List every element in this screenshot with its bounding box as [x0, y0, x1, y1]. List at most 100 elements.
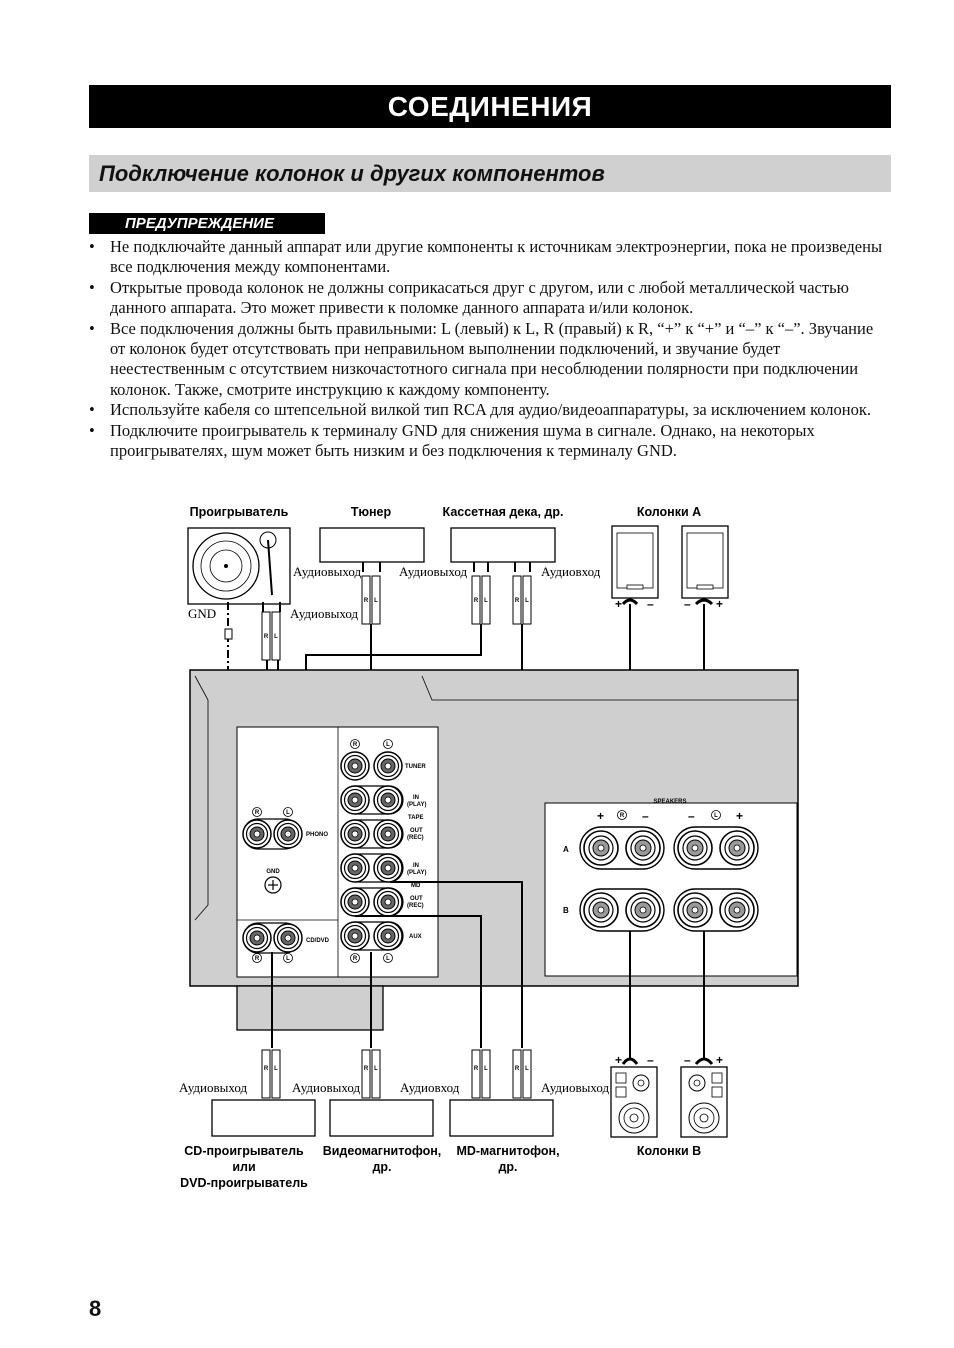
cd-out-label: Аудиовыход	[179, 1080, 247, 1095]
plus-mark: +	[716, 1053, 723, 1067]
speaker-a-l-minus-terminal	[677, 830, 713, 866]
bullet: •	[89, 420, 95, 440]
md-in-label: Аудиовход	[400, 1080, 460, 1095]
phono-l-jack	[273, 819, 303, 849]
gnd-lug	[224, 628, 233, 640]
cd-r-jack	[242, 923, 272, 953]
page-number: 8	[89, 1296, 102, 1321]
jack-l-mark: L	[386, 742, 390, 748]
cd-label-line1: CD-проигрыватель	[184, 1144, 304, 1158]
speaker-a-left	[611, 525, 659, 599]
plug-l-letter: L	[374, 1066, 378, 1072]
plug-r-letter: R	[364, 598, 369, 604]
out-label: OUT	[410, 896, 423, 902]
minus-mark: –	[684, 597, 691, 611]
speakers-a-row-label: A	[563, 845, 569, 854]
warning-item: • Все подключения должны быть правильными…	[89, 319, 889, 401]
speaker-b-r-plus-terminal	[583, 892, 619, 928]
jack-l-mark: L	[286, 810, 290, 816]
speaker-a-right	[681, 525, 729, 599]
plug-r-letter: R	[474, 598, 479, 604]
plug-l-letter: L	[525, 598, 529, 604]
tuner-out-label: Аудиовыход	[293, 564, 361, 579]
warning-item: • Подключите проигрыватель к терминалу GN…	[89, 421, 889, 462]
tape-in-label: Аудиовход	[541, 564, 601, 579]
tape-out-l-jack	[373, 819, 403, 849]
speakers-b-label: Колонки B	[637, 1144, 701, 1158]
warning-text: Все подключения должны быть правильными:…	[110, 318, 874, 399]
vcr-label-line2: др.	[372, 1160, 391, 1174]
vcr-out-label: Аудиовыход	[292, 1080, 360, 1095]
vcr-device	[329, 1099, 434, 1137]
plug-r-letter: R	[515, 598, 520, 604]
speaker-a-r-plus-terminal	[583, 830, 619, 866]
plug-r-letter: R	[474, 1066, 479, 1072]
tape-label: TAPE	[408, 815, 424, 821]
gnd-terminal-label: GND	[266, 869, 280, 875]
minus-mark: –	[684, 1053, 691, 1067]
tape-out-label: Аудиовыход	[399, 564, 467, 579]
warning-list: • Не подключайте данный аппарат или други…	[89, 237, 889, 461]
minus-mark: –	[647, 597, 654, 611]
warning-item: •Открытые провода колонок не должны сопр…	[89, 278, 889, 319]
aux-label: AUX	[409, 934, 422, 940]
cd-label-line2: или	[232, 1160, 255, 1174]
tuner-l-jack	[373, 751, 403, 781]
aux-l-jack	[373, 921, 403, 951]
md-device	[449, 1099, 554, 1137]
jack-r-mark: R	[620, 813, 625, 819]
md-out-r-jack	[340, 887, 370, 917]
aux-r-jack	[340, 921, 370, 951]
plus-mark: +	[736, 809, 743, 823]
tape-out-r-jack	[340, 819, 370, 849]
jack-l-mark: L	[286, 956, 290, 962]
page-header: СОЕДИНЕНИЯ	[89, 85, 891, 128]
speaker-a-l-plus-terminal	[719, 830, 755, 866]
md-label-line1: MD-магнитофон,	[456, 1144, 559, 1158]
jack-r-mark: R	[353, 956, 358, 962]
warning-text: Не подключайте данный аппарат или другие…	[110, 237, 883, 277]
plug-r-letter: R	[264, 1066, 269, 1072]
speaker-b-l-minus-terminal	[677, 892, 713, 928]
tape-deck-label: Кассетная дека, др.	[443, 505, 564, 519]
plug-l-letter: L	[274, 1066, 278, 1072]
speaker-b-r-minus-terminal	[625, 892, 661, 928]
plug-pair-md-out	[512, 1049, 532, 1099]
plug-l-letter: L	[525, 1066, 529, 1072]
turntable-out-label: Аудиовыход	[290, 606, 358, 621]
cd-l-jack	[273, 923, 303, 953]
jack-l-mark: L	[714, 813, 718, 819]
speakers-a-label: Колонки A	[637, 505, 701, 519]
md-label-line2: др.	[498, 1160, 517, 1174]
plug-l-letter: L	[374, 598, 378, 604]
plus-mark: +	[716, 597, 723, 611]
play-label: (PLAY)	[407, 802, 426, 808]
tuner-device	[319, 527, 425, 563]
warning-text: Используйте кабеля со штепсельной вилкой…	[110, 400, 872, 420]
plug-pair-md-in	[471, 1049, 491, 1099]
warning-text: Открытые провода колонок не должны сопри…	[110, 277, 849, 318]
bullet: •	[89, 237, 95, 256]
jack-r-mark: R	[255, 810, 260, 816]
plus-mark: +	[615, 597, 622, 611]
turntable-label: Проигрыватель	[190, 505, 289, 519]
speakers-panel-label: SPEAKERS	[653, 799, 686, 805]
tape-in-r-jack	[340, 785, 370, 815]
speaker-a-r-minus-terminal	[625, 830, 661, 866]
bullet: •	[89, 318, 95, 338]
tape-deck-device	[450, 527, 556, 563]
warning-text: Подключите проигрыватель к терминалу GND…	[110, 420, 815, 461]
minus-mark: –	[642, 809, 649, 823]
gnd-label: GND	[188, 606, 216, 621]
phono-label: PHONO	[306, 832, 328, 838]
minus-mark: –	[688, 809, 695, 823]
jack-r-mark: R	[255, 956, 260, 962]
plus-mark: +	[597, 809, 604, 823]
plug-r-letter: R	[364, 1066, 369, 1072]
md-out-label: Аудиовыход	[541, 1080, 609, 1095]
cd-dvd-label: CD/DVD	[306, 938, 330, 944]
plug-r-letter: R	[264, 634, 269, 640]
plug-r-letter: R	[515, 1066, 520, 1072]
jack-l-mark: L	[386, 956, 390, 962]
